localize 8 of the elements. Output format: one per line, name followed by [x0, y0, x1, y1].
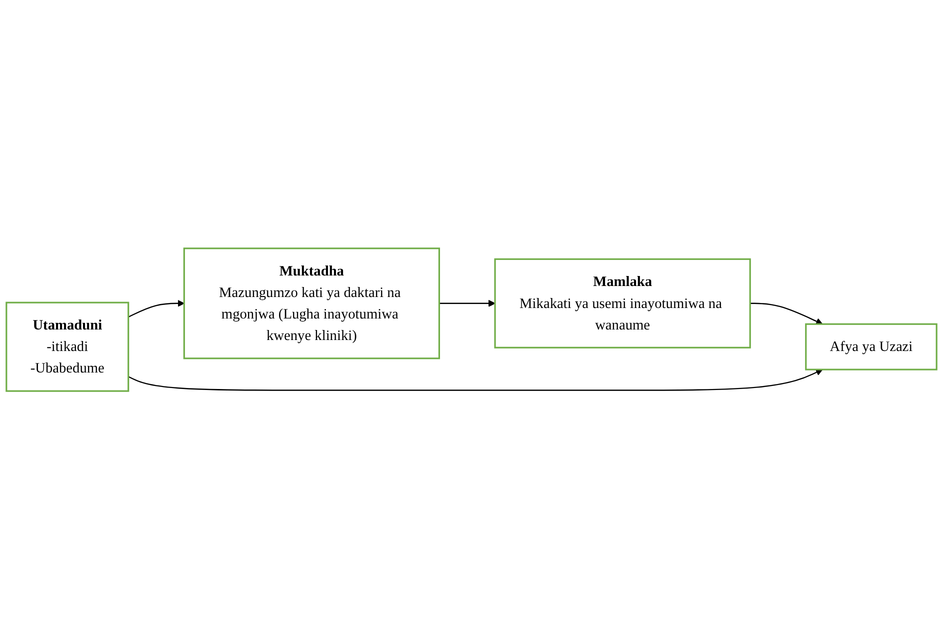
arrow [439, 300, 496, 308]
arrow [750, 303, 823, 325]
node-box: Utamaduni -itikadi -Ubabedume [6, 302, 130, 392]
arrow [128, 369, 823, 392]
node-box: Muktadha Mazungumzo kati ya daktari na mgonjwa (Lugha inayotumiwa kwenye kliniki) [183, 248, 440, 360]
node-box: Afya ya Uzazi [805, 324, 938, 371]
node-box: Mamlaka Mikakati ya usemi inayotumiwa na wanaume [494, 258, 751, 349]
arrow [128, 300, 184, 318]
